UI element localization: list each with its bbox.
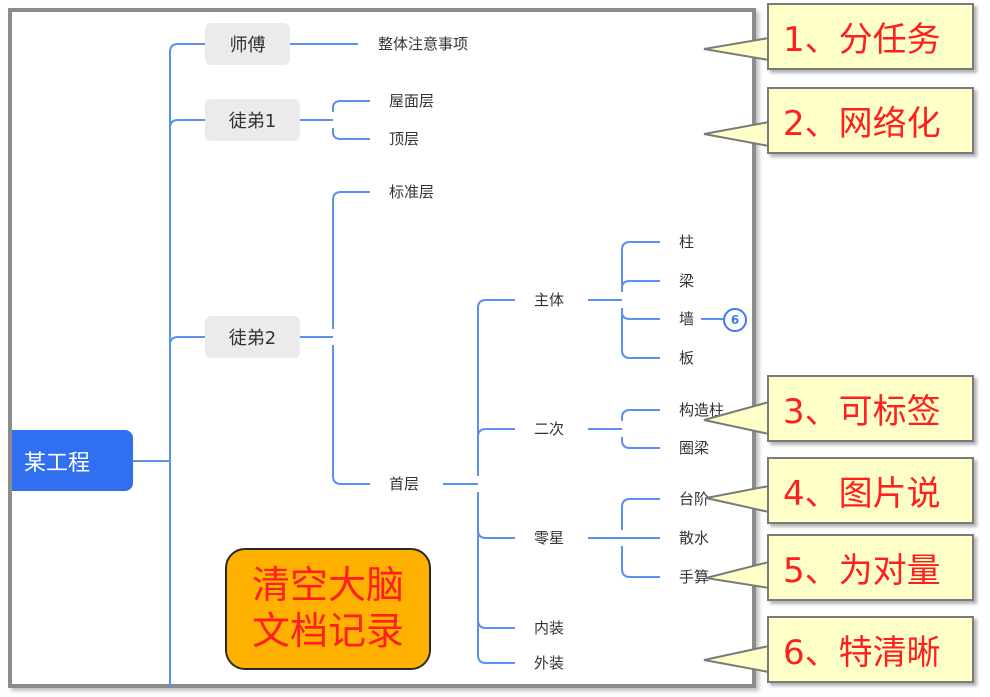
memo-line-2: 文档记录 (251, 609, 404, 653)
misc-node[interactable]: 零星 (534, 529, 565, 547)
callout-1: 1、分任务 (767, 3, 974, 70)
column-node[interactable]: 柱 (679, 233, 695, 251)
constructional-column-node[interactable]: 构造柱 (679, 401, 725, 419)
master-node[interactable]: 师傅 (205, 23, 290, 65)
callout-2: 2、网络化 (767, 87, 974, 154)
callout-6: 6、特清晰 (767, 616, 974, 683)
roof-layer-node[interactable]: 屋面层 (389, 92, 435, 110)
apprentice1-label: 徒弟1 (228, 111, 277, 132)
exterior-finish-node[interactable]: 外装 (534, 654, 565, 672)
callout-4: 4、图片说 (767, 457, 974, 524)
collapsed-count-badge[interactable]: 6 (723, 308, 747, 332)
root-node[interactable]: 某工程 (12, 430, 133, 491)
root-label: 某工程 (24, 450, 91, 476)
main-structure-node[interactable]: 主体 (534, 291, 565, 309)
overall-notes-node[interactable]: 整体注意事项 (378, 35, 469, 53)
slab-node[interactable]: 板 (679, 349, 695, 367)
badge-count: 6 (730, 313, 740, 327)
manual-calc-node[interactable]: 手算 (679, 568, 710, 586)
first-floor-node[interactable]: 首层 (389, 475, 420, 493)
top-layer-node[interactable]: 顶层 (389, 130, 420, 148)
callout-3: 3、可标签 (767, 375, 974, 442)
callout-5: 5、为对量 (767, 534, 974, 601)
apprentice1-node[interactable]: 徒弟1 (205, 99, 300, 141)
apron-node[interactable]: 散水 (679, 529, 710, 547)
apprentice2-node[interactable]: 徒弟2 (205, 316, 300, 358)
beam-node[interactable]: 梁 (679, 272, 695, 290)
wall-node[interactable]: 墙 (679, 310, 695, 328)
master-label: 师傅 (229, 35, 266, 56)
ring-beam-node[interactable]: 圈梁 (679, 439, 710, 457)
memo-note: 清空大脑 文档记录 (225, 548, 431, 670)
apprentice2-label: 徒弟2 (228, 328, 277, 349)
steps-node[interactable]: 台阶 (679, 490, 710, 508)
secondary-structure-node[interactable]: 二次 (534, 420, 565, 438)
memo-line-1: 清空大脑 (251, 563, 404, 607)
interior-finish-node[interactable]: 内装 (534, 619, 565, 637)
standard-layer-node[interactable]: 标准层 (389, 183, 435, 201)
